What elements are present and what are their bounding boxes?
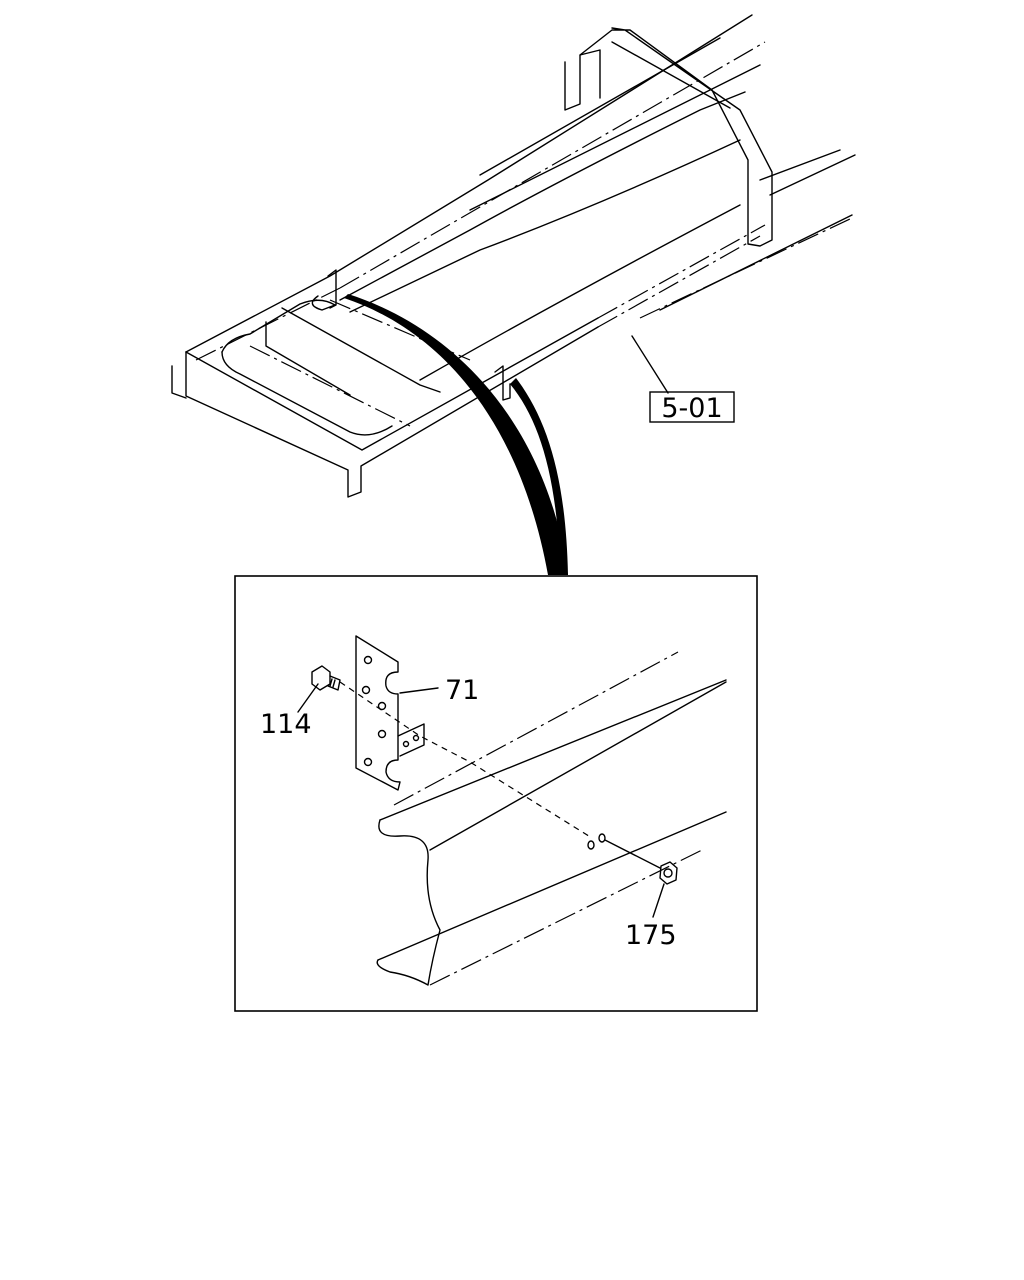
zoom-arrow-left	[344, 294, 568, 575]
front-cross-member-bottom	[221, 351, 393, 436]
zoom-arrow-right	[510, 378, 568, 575]
nut-body	[659, 861, 678, 885]
front-cross-member-top	[221, 299, 336, 353]
bolt-shank	[327, 675, 341, 691]
frame-ref-leader	[631, 335, 669, 394]
bracket-tab-hole-1	[402, 740, 410, 748]
right-rail-inner-edge	[469, 64, 761, 211]
frame-bracket-left	[327, 269, 337, 309]
rail-top-edge	[379, 679, 727, 821]
frame-ref-label: 5-01	[661, 393, 722, 424]
rear-arch-crossbar	[611, 41, 731, 109]
detail-zoom-arrows	[344, 294, 568, 575]
bracket-plate	[355, 635, 401, 791]
rail-hole-b	[598, 833, 606, 843]
front-cross-member-flange	[281, 307, 441, 393]
frame-ref-box	[649, 391, 735, 423]
rear-arch-inner	[579, 49, 601, 99]
rear-rail-centerline	[639, 217, 853, 319]
nut-label: 175	[625, 920, 677, 951]
right-rail-centerline-b	[339, 41, 766, 289]
bolt-label: 114	[260, 709, 312, 740]
right-rail-flange-line	[479, 37, 721, 176]
bolt-thread-1	[329, 678, 333, 687]
bolt-icon	[297, 665, 341, 713]
bracket-label: 71	[445, 675, 479, 706]
front-cross-member-centerline	[249, 345, 411, 427]
rail-hole-a	[587, 840, 595, 850]
inner-rail-upper	[339, 91, 746, 301]
inner-rail-lower	[349, 139, 741, 313]
rear-rail-edge-a	[659, 214, 853, 311]
bracket-hole-5	[363, 757, 373, 767]
bracket-leader	[399, 687, 439, 694]
assembly-axis-upper	[339, 681, 593, 839]
nut-bore	[663, 868, 673, 878]
rear-arch-frame	[564, 27, 773, 247]
chassis-frame	[171, 14, 856, 498]
rear-rail-edge-b	[769, 154, 856, 196]
bracket-icon	[355, 635, 439, 791]
frame-bracket-right	[494, 365, 511, 401]
bracket-hole-1	[363, 655, 373, 665]
bolt-head	[311, 665, 331, 691]
left-rail-top-edge	[185, 317, 599, 451]
bolt-leader	[297, 683, 319, 713]
assembly-axis-lower	[604, 839, 661, 869]
rail-upper-body	[429, 681, 727, 851]
left-rail-front	[185, 326, 599, 498]
right-rail-outer-edge	[185, 14, 753, 353]
bolt-thread-2	[332, 679, 336, 688]
left-rail-lower-flange	[171, 365, 187, 399]
rail-lower-edge	[377, 811, 727, 961]
nut-leader	[652, 883, 665, 918]
bracket-tab	[397, 723, 425, 757]
bracket-hole-3	[377, 701, 387, 711]
rail-section-detail	[376, 651, 727, 986]
nut-icon	[652, 861, 678, 918]
rail-centerline-upper	[393, 651, 679, 806]
rear-rail-edge-c	[759, 149, 841, 181]
cross-member-corner	[311, 295, 336, 311]
detail-inset-frame	[234, 575, 758, 1012]
rail-centerline-lower	[429, 849, 703, 986]
left-rail-centerline-a	[597, 235, 761, 328]
left-rail-centerline-b	[597, 224, 766, 319]
bracket-hole-2	[361, 685, 371, 695]
bracket-tab-hole-2	[412, 734, 420, 742]
front-cross-member-web	[265, 321, 351, 396]
frame-ref-callout: 5-01	[649, 391, 735, 424]
bracket-hole-4	[377, 729, 387, 739]
rail-break-line	[376, 819, 441, 986]
